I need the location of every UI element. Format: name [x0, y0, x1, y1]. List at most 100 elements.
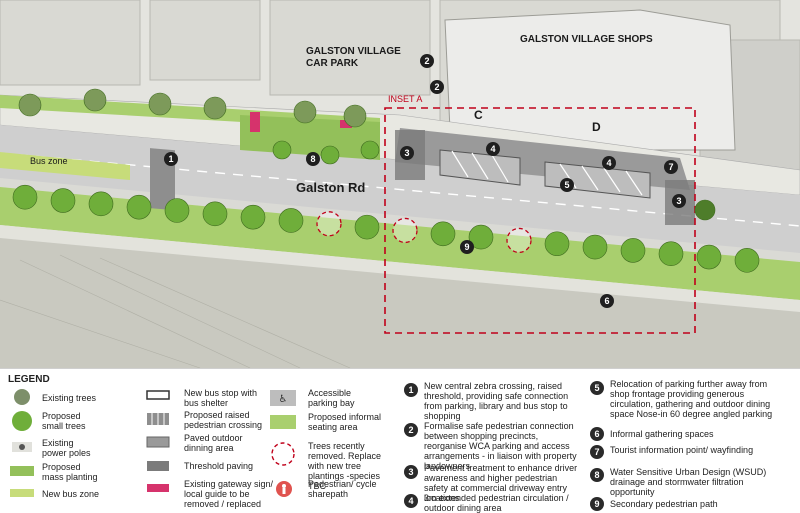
note-text-4: 3m extended pedestrian circulation / out… — [424, 493, 569, 513]
legend-threshold-paving: Threshold paving — [184, 461, 254, 471]
marker-4b: 4 — [602, 156, 616, 170]
marker-1: 1 — [164, 152, 178, 166]
note-num-3: 3 — [404, 465, 418, 479]
legend-removed-trees: Trees recently removed. Replace with new… — [308, 441, 382, 491]
marker-3b: 3 — [672, 194, 686, 208]
proposed-tree — [126, 194, 152, 220]
seating-area-icon — [270, 415, 296, 429]
proposed-tree — [360, 140, 380, 160]
inset-a-boundary — [384, 107, 696, 334]
note-text-6: Informal gathering spaces — [610, 429, 714, 439]
existing-tree — [148, 92, 172, 116]
note-num-2: 2 — [404, 423, 418, 437]
proposed-tree — [320, 145, 340, 165]
marker-2b: 2 — [430, 80, 444, 94]
legend-bus-zone: New bus zone — [42, 489, 100, 499]
sharepath-icon — [276, 481, 292, 497]
legend-accessible-parking: Accessible parking bay — [308, 388, 355, 408]
proposed-tree — [88, 191, 114, 217]
removed-tree-icon — [271, 442, 295, 466]
gateway-sign-west — [250, 112, 260, 132]
inset-label: INSET A — [388, 94, 423, 104]
removed-tree — [316, 211, 342, 237]
legend-raised-crossing: Proposed raised pedestrian crossing — [184, 410, 263, 430]
note-num-4: 4 — [404, 494, 418, 508]
legend-existing-trees: Existing trees — [42, 393, 97, 403]
proposed-tree — [164, 198, 190, 223]
svg-text:♿: ♿ — [279, 394, 288, 405]
legend-bus-shelter: New bus stop with bus shelter — [184, 388, 258, 408]
power-pole-icon — [12, 442, 32, 452]
gateway-sign-east — [340, 120, 352, 128]
legend-panel: LEGEND Existing trees Proposed small tre… — [0, 368, 800, 513]
existing-tree — [203, 96, 227, 120]
bus-zone-area — [0, 152, 130, 180]
proposed-tree — [696, 244, 722, 270]
proposed-tree — [620, 238, 646, 263]
note-num-5: 5 — [590, 381, 604, 395]
proposed-tree — [278, 208, 304, 233]
legend-sharepath: Pedestrian/ cycle sharepath — [308, 479, 377, 499]
existing-tree-icon — [14, 389, 30, 405]
south-verge — [0, 187, 800, 300]
existing-tree — [694, 199, 716, 221]
marker-8: 8 — [306, 152, 320, 166]
removed-tree — [506, 227, 532, 254]
proposed-tree — [12, 184, 38, 210]
proposed-tree — [658, 241, 684, 267]
bus-zone-label: Bus zone — [30, 156, 68, 166]
proposed-tree — [50, 188, 76, 213]
legend-mass-planting: Proposed mass planting — [42, 462, 98, 482]
marker-2a: 2 — [420, 54, 434, 68]
note-text-7: Tourist information point/ wayfinding — [610, 445, 754, 455]
mass-planting-icon — [10, 466, 34, 476]
proposed-tree — [468, 224, 494, 250]
note-num-6: 6 — [590, 427, 604, 441]
section-c-label: C — [474, 108, 483, 122]
south-fields — [0, 254, 351, 368]
note-text-2: Formalise safe pedestrian connection bet… — [424, 421, 577, 471]
proposed-tree-icon — [12, 411, 32, 431]
car-park-label: GALSTON VILLAGE CAR PARK — [306, 46, 401, 69]
proposed-tree — [272, 140, 292, 160]
paved-area-icon — [146, 436, 170, 448]
existing-tree — [343, 104, 367, 128]
gateway-sign-icon — [147, 484, 169, 492]
legend-proposed-trees: Proposed small trees — [42, 411, 86, 431]
site-plan-drawing — [0, 0, 800, 368]
bus-shelter-icon — [146, 390, 170, 400]
road-label: Galston Rd — [296, 180, 366, 195]
south-lots — [0, 238, 800, 368]
trees-layer — [12, 88, 760, 273]
marker-7: 7 — [664, 160, 678, 174]
note-num-8: 8 — [590, 468, 604, 482]
note-num-9: 9 — [590, 497, 604, 511]
sharepath — [0, 225, 800, 312]
site-plan-map: GALSTON VILLAGE CAR PARK GALSTON VILLAGE… — [0, 0, 800, 368]
existing-tree — [83, 88, 107, 112]
note-num-1: 1 — [404, 383, 418, 397]
proposed-tree — [240, 204, 266, 230]
accessible-parking-icon: ♿ — [270, 390, 296, 406]
threshold-paving-icon — [147, 461, 169, 471]
proposed-tree — [354, 214, 380, 240]
section-d-label: D — [592, 120, 601, 134]
proposed-tree — [582, 234, 608, 260]
marker-4a: 4 — [486, 142, 500, 156]
removed-tree — [392, 217, 418, 244]
raised-crossing-icon — [147, 413, 169, 425]
marker-5: 5 — [560, 178, 574, 192]
legend-title: LEGEND — [8, 374, 50, 385]
proposed-tree — [544, 231, 570, 257]
shops-label: GALSTON VILLAGE SHOPS — [520, 34, 653, 45]
legend-seating-area: Proposed informal seating area — [308, 412, 382, 432]
proposed-tree — [430, 221, 456, 247]
note-text-3: Pavement treatment to enhance driver awa… — [424, 463, 578, 503]
note-text-1: New central zebra crossing, raised thres… — [424, 381, 569, 421]
legend-gateway-sign: Existing gateway sign/ local guide to be… — [184, 479, 274, 509]
proposed-tree — [734, 248, 760, 273]
existing-tree — [293, 100, 317, 124]
note-text-9: Secondary pedestrian path — [610, 499, 718, 509]
marker-3a: 3 — [400, 146, 414, 160]
note-text-5: Relocation of parking further away from … — [610, 379, 773, 419]
